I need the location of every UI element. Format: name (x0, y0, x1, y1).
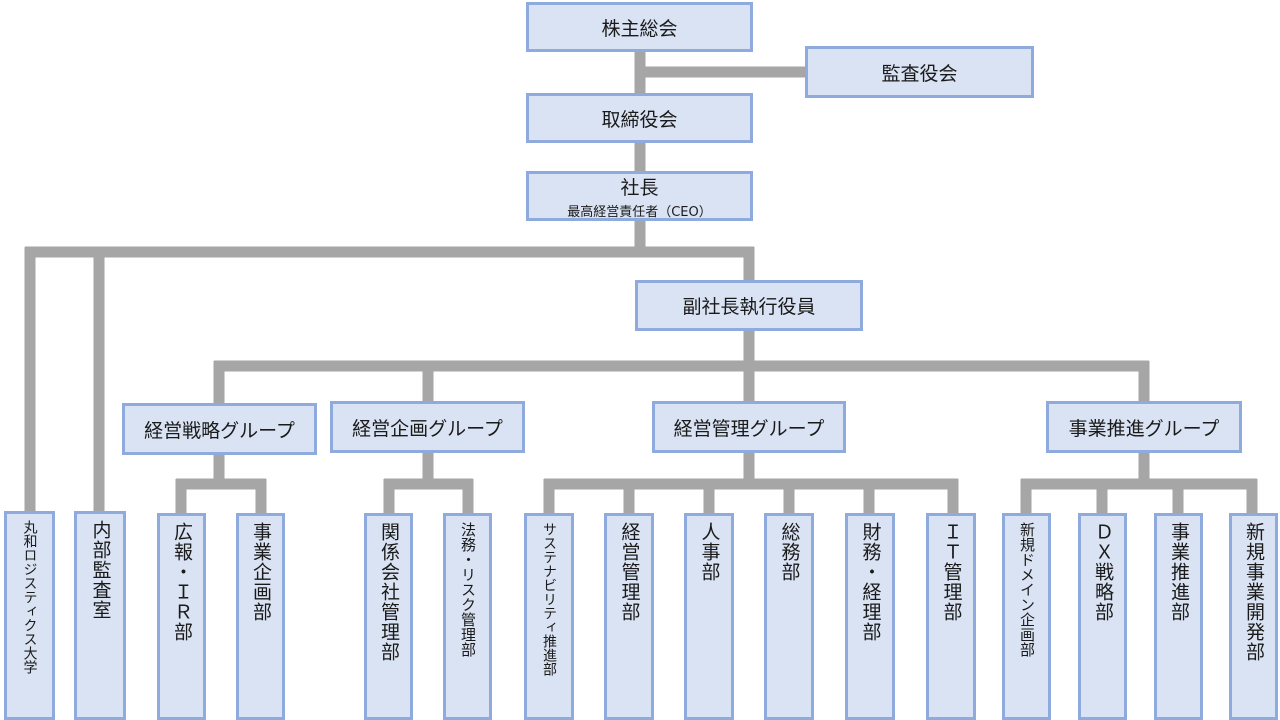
dept-pr-ir-label: 広報・ＩＲ部 (171, 522, 193, 642)
dept-internal-audit-box: 内部監査室 (74, 511, 126, 720)
dept-new-domain-label: 新規ドメイン企画部 (1018, 522, 1036, 657)
dept-legal-risk-box: 法務・リスク管理部 (443, 513, 492, 720)
dept-sustainability-box: サステナビリティ推進部 (524, 513, 574, 720)
dept-new-domain-box: 新規ドメイン企画部 (1002, 513, 1051, 720)
president-label: 社長 (620, 176, 659, 199)
dept-business-planning-box: 事業企画部 (236, 513, 285, 720)
group-planning-label: 経営企画グループ (352, 417, 503, 440)
dept-general-affairs-label: 総務部 (778, 522, 801, 582)
dept-university-label: 丸和ロジスティクス大学 (21, 520, 38, 674)
dept-mgmt-admin-box: 経営管理部 (604, 513, 654, 720)
shareholders-meeting-label: 株主総会 (601, 17, 678, 40)
board-of-directors-box: 取締役会 (526, 93, 753, 143)
audit-board-label: 監査役会 (881, 62, 958, 85)
dept-sustainability-label: サステナビリティ推進部 (541, 522, 557, 676)
group-management-label: 経営管理グループ (673, 417, 825, 440)
dept-business-planning-label: 事業企画部 (250, 522, 272, 622)
dept-university-box: 丸和ロジスティクス大学 (4, 511, 55, 720)
evp-label: 副社長執行役員 (682, 296, 816, 318)
dept-new-business-box: 新規事業開発部 (1229, 513, 1278, 720)
group-management-box: 経営管理グループ (652, 401, 846, 453)
dept-business-promo-label: 事業推進部 (1168, 522, 1190, 622)
group-business-label: 事業推進グループ (1068, 417, 1220, 440)
dept-hr-box: 人事部 (684, 513, 734, 720)
audit-board-box: 監査役会 (805, 46, 1034, 98)
group-planning-box: 経営企画グループ (330, 401, 525, 453)
dept-affiliates-label: 関係会社管理部 (378, 522, 400, 662)
dept-it-label: ＩＴ管理部 (940, 522, 963, 622)
dept-internal-audit-label: 内部監査室 (89, 520, 112, 620)
president-sub-label: 最高経営責任者（CEO） (567, 204, 712, 220)
shareholders-meeting-box: 株主総会 (526, 2, 753, 52)
dept-general-affairs-box: 総務部 (764, 513, 814, 720)
group-strategy-box: 経営戦略グループ (122, 403, 317, 455)
dept-affiliates-box: 関係会社管理部 (364, 513, 413, 720)
dept-finance-box: 財務・経理部 (845, 513, 895, 720)
evp-box: 副社長執行役員 (635, 280, 863, 331)
dept-business-promo-box: 事業推進部 (1154, 513, 1203, 720)
group-strategy-label: 経営戦略グループ (144, 419, 295, 442)
dept-it-box: ＩＴ管理部 (926, 513, 976, 720)
dept-dx-box: ＤＸ戦略部 (1078, 513, 1127, 720)
dept-hr-label: 人事部 (698, 522, 721, 582)
dept-pr-ir-box: 広報・ＩＲ部 (157, 513, 206, 720)
dept-legal-risk-label: 法務・リスク管理部 (459, 522, 477, 657)
dept-new-business-label: 新規事業開発部 (1243, 522, 1265, 662)
board-of-directors-label: 取締役会 (601, 108, 678, 131)
president-box: 社長 最高経営責任者（CEO） (526, 171, 753, 221)
group-business-box: 事業推進グループ (1046, 401, 1242, 453)
dept-finance-label: 財務・経理部 (859, 522, 882, 642)
dept-dx-label: ＤＸ戦略部 (1092, 522, 1114, 622)
dept-mgmt-admin-label: 経営管理部 (618, 522, 641, 622)
